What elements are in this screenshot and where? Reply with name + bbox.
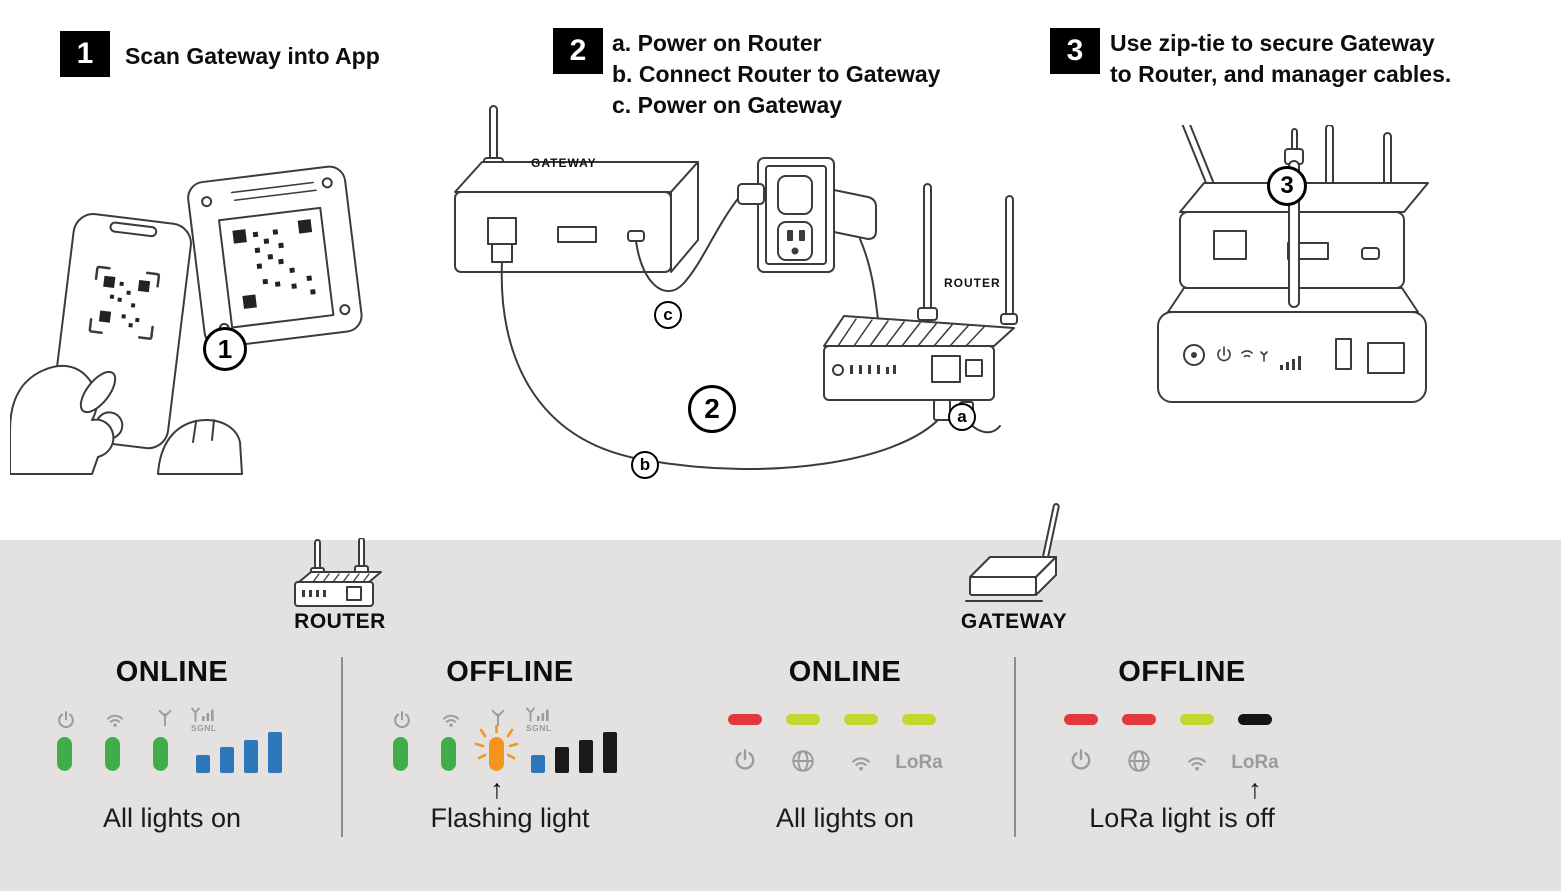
signal-bar-1 (531, 755, 545, 773)
signal-bar-3 (579, 740, 593, 773)
router-ethernet-port-art (931, 355, 961, 383)
gateway-ethernet-port-art (487, 217, 517, 245)
left-hand-art (10, 364, 117, 475)
router-power-led (393, 737, 408, 771)
router-antenna-led (153, 737, 168, 771)
gateway-wifi-led (844, 714, 878, 725)
mini-gateway-art (965, 503, 1060, 602)
signal-bar-3 (244, 740, 258, 773)
gateway-offline-status: OFFLINE LoRa ↑ LoRa light is off (1037, 650, 1327, 850)
wifi-icon (440, 710, 462, 730)
gateway-internet-led (786, 714, 820, 725)
gateway-lora-led (902, 714, 936, 725)
power-adapter-art (833, 189, 877, 240)
router-front-icons-art (1217, 346, 1268, 362)
router-online-caption: All lights on (102, 803, 242, 833)
sgnl-label: SGNL (191, 723, 217, 733)
step-2-line-b: b. Connect Router to Gateway (612, 61, 941, 87)
lora-off-arrow: ↑ (1248, 774, 1262, 804)
power-icon (56, 710, 76, 730)
right-hand-art (157, 419, 243, 475)
cable-c-art (635, 195, 741, 292)
lora-label: LoRa (1231, 752, 1279, 773)
gateway-internet-led (1122, 714, 1156, 725)
gateway-power-led (728, 714, 762, 725)
gateway-online-status: ONLINE LoRa All lights on (700, 650, 990, 850)
sgnl-label: SGNL (526, 723, 552, 733)
globe-icon (790, 748, 816, 774)
flashing-light-arrow: ↑ (490, 774, 504, 804)
signal-bar-4 (603, 732, 617, 773)
antenna-icon (488, 708, 508, 728)
step-3-number-badge: 3 (1050, 28, 1100, 74)
gateway-online-heading: ONLINE (788, 656, 902, 688)
router-power-led (57, 737, 72, 771)
router-offline-status: OFFLINE SGNL ↑ Flashing light (365, 650, 655, 850)
router-offline-caption: Flashing light (430, 803, 590, 833)
phone-scan-illustration (10, 165, 363, 475)
lora-label: LoRa (895, 752, 943, 773)
flash-rays-icon (473, 724, 519, 776)
router-status-divider (341, 657, 343, 837)
step-3-line-1: Use zip-tie to secure Gateway (1110, 30, 1435, 56)
gateway-online-caption: All lights on (775, 803, 915, 833)
zip-tie-illustration (1157, 125, 1429, 403)
wifi-icon (104, 710, 126, 730)
gateway-power-port-art (627, 230, 645, 242)
step-1-line: Scan Gateway into App (125, 43, 380, 69)
router-wifi-led (441, 737, 456, 771)
gateway-status-divider (1014, 657, 1016, 837)
step-1-text: Scan Gateway into App (125, 41, 380, 72)
signal-bar-2 (555, 747, 569, 773)
router-offline-heading: OFFLINE (446, 656, 574, 688)
router-flashing-led (489, 737, 504, 771)
step-3-circle: 3 (1267, 166, 1307, 206)
step-2-line-a: a. Power on Router (612, 30, 822, 56)
gateway-device-label: GATEWAY (960, 610, 1068, 633)
step-2-line-c: c. Power on Gateway (612, 92, 843, 118)
plate-qr-code (232, 219, 316, 309)
zip-tie-tail-art (1291, 128, 1298, 152)
router-top-art (823, 315, 1015, 347)
gateway-wifi-led (1180, 714, 1214, 725)
power-icon (733, 748, 757, 772)
mini-router-art (294, 538, 382, 607)
step-3-line-2: to Router, and manager cables. (1110, 61, 1452, 87)
globe-icon (1126, 748, 1152, 774)
power-icon (1069, 748, 1093, 772)
step-3-text: Use zip-tie to secure Gateway to Router,… (1110, 28, 1451, 90)
callout-a: a (948, 403, 976, 431)
step-2-text: a. Power on Router b. Connect Router to … (612, 28, 940, 121)
signal-bar-1 (196, 755, 210, 773)
gateway-usb-port-art (557, 226, 597, 243)
signal-bars-icon (191, 706, 217, 722)
gateway-lora-led (1238, 714, 1272, 725)
wifi-icon (848, 752, 874, 774)
status-panel (0, 540, 1561, 891)
signal-bar-2 (220, 747, 234, 773)
step-1-number-badge: 1 (60, 31, 110, 77)
signal-bar-4 (268, 732, 282, 773)
step-2-number-badge: 2 (553, 28, 603, 74)
callout-c: c (654, 301, 682, 329)
antenna-icon (155, 708, 175, 728)
step-2-circle: 2 (688, 385, 736, 433)
setup-connections-illustration (454, 105, 1018, 470)
gateway-offline-heading: OFFLINE (1118, 656, 1246, 688)
router-label: ROUTER (944, 276, 1001, 290)
signal-bars-icon (526, 706, 552, 722)
scan-brackets (88, 265, 161, 340)
step-1-circle: 1 (203, 327, 247, 371)
power-icon (392, 710, 412, 730)
gateway-offline-caption: LoRa light is off (1089, 803, 1275, 833)
wifi-icon (1184, 752, 1210, 774)
phone-qr-code (98, 275, 151, 328)
router-online-heading: ONLINE (115, 656, 229, 688)
router-wifi-led (105, 737, 120, 771)
callout-b: b (631, 451, 659, 479)
router-online-status: ONLINE SGNL All lights on (27, 650, 317, 850)
router-device-label: ROUTER (294, 610, 386, 633)
gateway-power-led (1064, 714, 1098, 725)
gateway-label: GATEWAY (531, 156, 597, 170)
